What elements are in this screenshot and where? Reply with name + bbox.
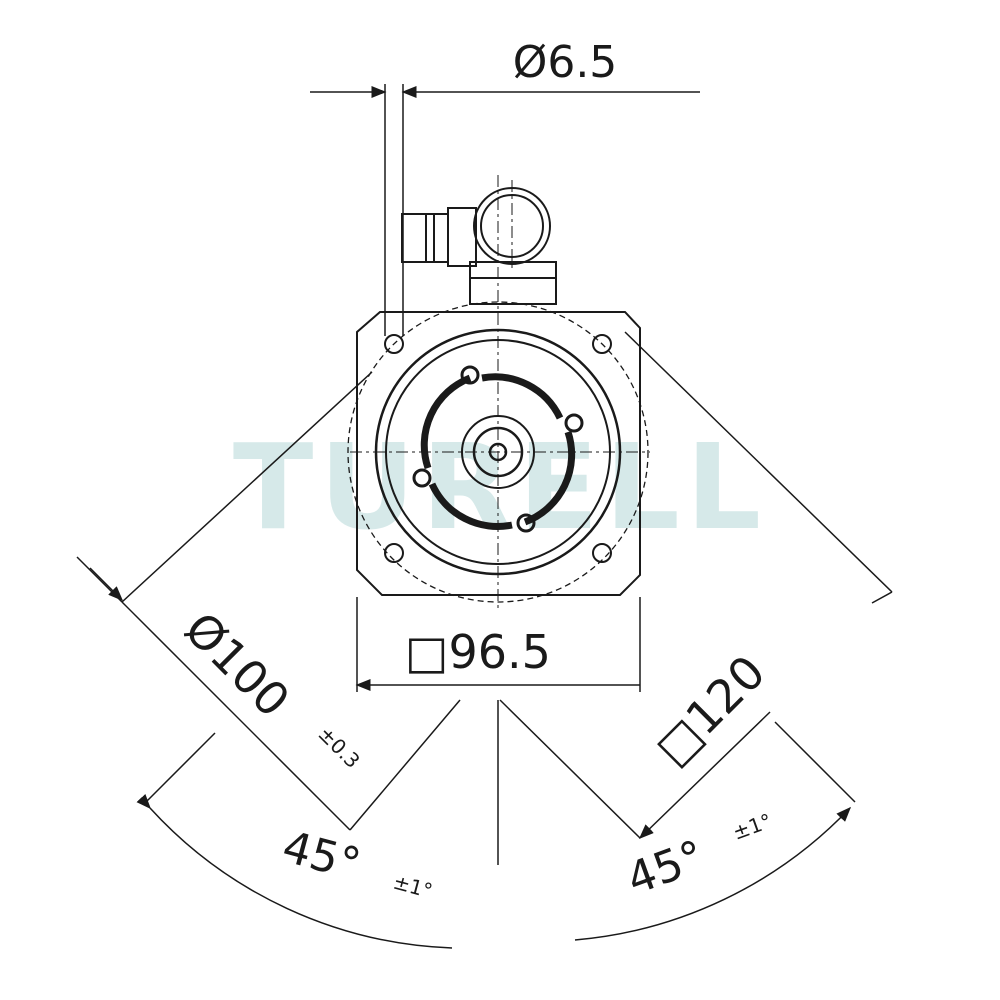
dimension-lines [76, 84, 893, 949]
ring-segment-2 [481, 373, 564, 420]
dim-angle-right: 45° [620, 831, 711, 906]
inner-bolt-2 [564, 413, 584, 433]
mount-hole-top-right [592, 334, 612, 354]
ring-segment-3 [523, 430, 576, 526]
dim-pilot-diameter: Ø100 [174, 602, 300, 728]
flange-outline [356, 311, 641, 596]
ring-segment-1 [420, 374, 472, 470]
connector-elbow [447, 207, 477, 267]
dim-mount-square: □120 [645, 645, 776, 776]
dim-angle-left: 45° [277, 821, 366, 890]
mount-hole-bottom-right [592, 543, 612, 563]
dim-angle-left-tolerance: ±1° [391, 870, 435, 903]
mount-hole-top-left [384, 334, 404, 354]
center-lines [350, 175, 650, 612]
inner-bolt-4 [412, 468, 432, 488]
dim-pilot-tolerance: ±0.3 [313, 722, 364, 773]
dim-hole-diameter: Ø6.5 [513, 37, 618, 88]
inner-bolt-1 [460, 365, 480, 385]
ring-segment-4 [428, 482, 513, 530]
dim-angle-right-tolerance: ±1° [730, 809, 775, 845]
dim-flange-square: □96.5 [405, 625, 551, 679]
bolt-circle [347, 301, 649, 603]
inner-bolt-3 [516, 513, 536, 533]
connector-base [469, 261, 557, 305]
mount-hole-bottom-left [384, 543, 404, 563]
